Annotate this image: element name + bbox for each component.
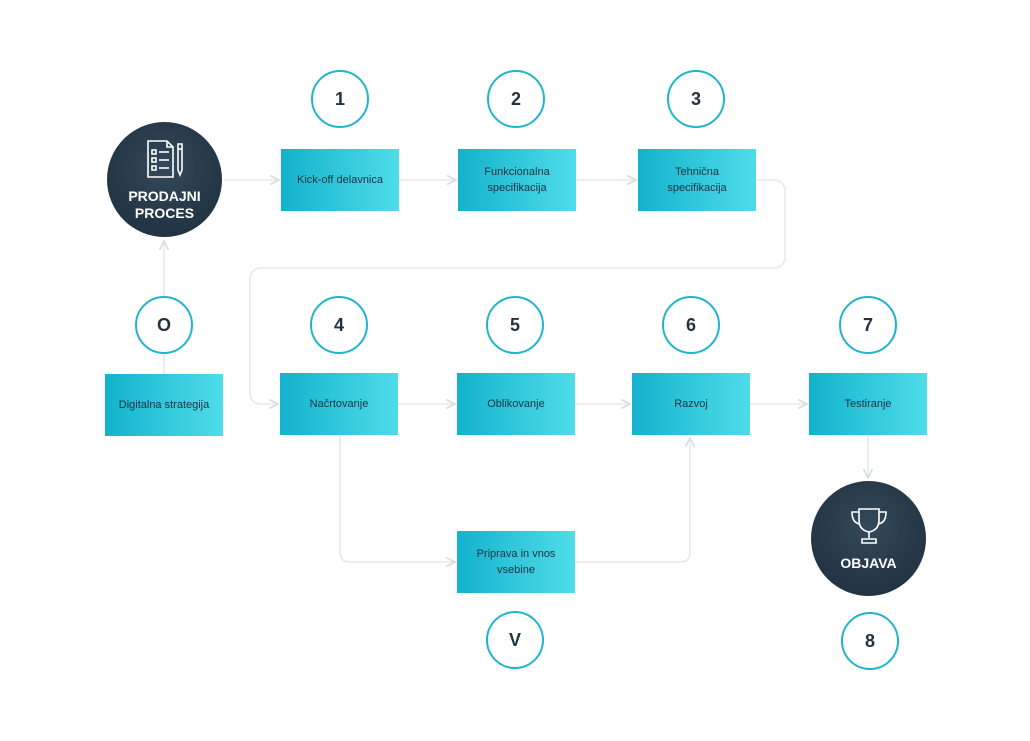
step-v-box: Priprava in vnos vsebine — [457, 531, 575, 593]
step-6-number: 6 — [662, 296, 720, 354]
document-pen-icon — [145, 138, 185, 184]
connector-s3-s4 — [249, 179, 786, 404]
step-v-number: V — [486, 611, 544, 669]
step-0-number: O — [135, 296, 193, 354]
step-4-box: Načrtovanje — [280, 373, 398, 435]
end-node: OBJAVA — [811, 481, 926, 596]
connector-s4-sv — [339, 436, 455, 562]
step-0-box: Digitalna strategija — [105, 374, 223, 436]
step-8-number: 8 — [841, 612, 899, 670]
step-1-box: Kick-off delavnica — [281, 149, 399, 211]
step-6-box: Razvoj — [632, 373, 750, 435]
connector-sv-s6 — [575, 438, 690, 563]
step-7-number: 7 — [839, 296, 897, 354]
step-3-number: 3 — [667, 70, 725, 128]
step-7-box: Testiranje — [809, 373, 927, 435]
step-2-box: Funkcionalna specifikacija — [458, 149, 576, 211]
step-5-number: 5 — [486, 296, 544, 354]
step-3-box: Tehnična specifikacija — [638, 149, 756, 211]
end-label: OBJAVA — [840, 555, 897, 571]
step-1-number: 1 — [311, 70, 369, 128]
step-4-number: 4 — [310, 296, 368, 354]
trophy-icon — [848, 505, 890, 551]
step-5-box: Oblikovanje — [457, 373, 575, 435]
step-2-number: 2 — [487, 70, 545, 128]
